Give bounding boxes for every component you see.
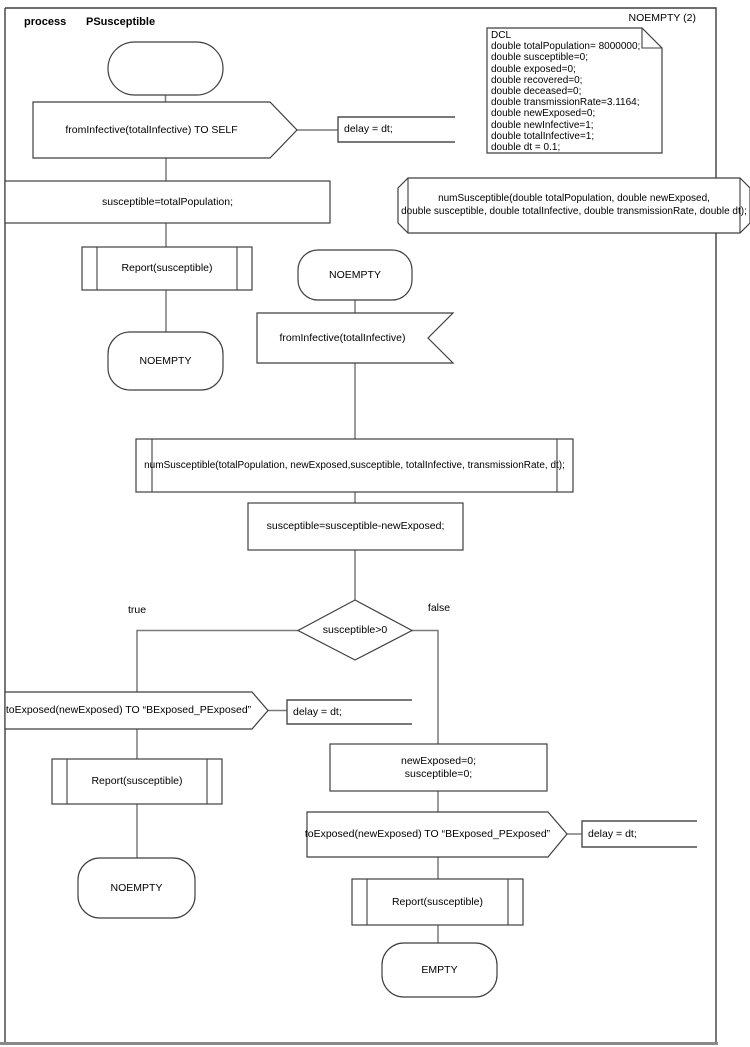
procedure-declaration-label: numSusceptible(double totalPopulation, d… [398, 178, 750, 233]
output-to-exposed-label: toExposed(newExposed) TO “BExposed_PExpo… [304, 828, 551, 840]
branch-false-label: false [427, 602, 451, 614]
comment-shape [337, 116, 455, 143]
task-reset-line: susceptible=0; [404, 767, 473, 780]
task-reset-line: newExposed=0; [400, 754, 476, 767]
task-reset-shape [329, 743, 548, 792]
procedure-side-lines [366, 879, 509, 925]
procedure-side-lines [151, 439, 558, 492]
delay-comment-label: delay = dt; [588, 827, 637, 840]
task-reset-label: newExposed=0; susceptible=0; [330, 744, 547, 791]
output-to-self-shape [32, 101, 298, 159]
dcl-text-block: DCL double totalPopulation= 8000000; dou… [491, 30, 659, 153]
dcl-line: double dt = 0.1; [491, 142, 561, 154]
input-signal-label: fromInfective(totalInfective) [279, 331, 406, 344]
decision-shape [296, 599, 414, 661]
input-signal-shape [256, 312, 455, 364]
dcl-line: double recovered=0; [491, 74, 583, 86]
procedure-declaration-line: double susceptible, double totalInfectiv… [401, 205, 747, 217]
dcl-line: double totalPopulation= 8000000; [491, 41, 641, 53]
state-noempty-shape [107, 331, 224, 391]
state-noempty-label: NOEMPTY [139, 354, 192, 367]
procedure-side-lines [66, 759, 208, 804]
procedure-numsusceptible-shape [135, 438, 574, 493]
dcl-text-symbol-shape [486, 27, 663, 154]
dcl-line: double totalInfective=1; [491, 130, 595, 142]
task-update-label: susceptible=susceptible-newExposed; [266, 520, 445, 532]
output-to-exposed-label: toExposed(newExposed) TO “BExposed_PExpo… [5, 704, 252, 716]
proc-call-numsusceptible-label: numSusceptible(totalPopulation, newExpos… [144, 460, 565, 471]
process-name-label: PSusceptible [86, 15, 156, 28]
decision-label: susceptible>0 [322, 623, 388, 636]
noempty-ref-label: NOEMPTY (2) [628, 11, 696, 24]
procedure-report-shape [81, 246, 253, 291]
dcl-line: double transmissionRate=3.1164; [491, 97, 640, 109]
branch-true-label: true [127, 604, 147, 616]
task-update-shape [247, 502, 464, 551]
state-empty-label: EMPTY [421, 963, 458, 976]
start-state-shape [107, 41, 224, 96]
state-empty-shape [381, 942, 498, 998]
dcl-folded-corner [641, 28, 662, 49]
dcl-line: double newExposed=0; [491, 108, 596, 120]
task-init-shape [4, 180, 331, 224]
process-kind-label: process [24, 15, 67, 28]
procedure-declaration-caps [407, 178, 741, 233]
dcl-line: double exposed=0; [491, 63, 576, 75]
dcl-line: double susceptible=0; [491, 52, 589, 64]
state-noempty-shape [77, 857, 196, 919]
dcl-line: DCL [491, 30, 512, 41]
report-call-label: Report(susceptible) [91, 775, 183, 787]
task-init-label: susceptible=totalPopulation; [101, 195, 234, 208]
procedure-declaration-line: numSusceptible(double totalPopulation, d… [438, 193, 710, 204]
process-frame [5, 7, 717, 1042]
connector-true-branch [136, 629, 298, 692]
output-to-self-label: fromInfective(totalInfective) TO SELF [65, 123, 238, 136]
delay-comment-label: delay = dt; [344, 123, 393, 135]
procedure-report-shape [51, 758, 223, 805]
output-to-exposed-shape [306, 811, 568, 858]
procedure-side-lines [96, 247, 238, 290]
output-to-exposed-shape [4, 691, 269, 730]
connector-false-branch [412, 629, 439, 744]
report-call-label: Report(susceptible) [121, 262, 213, 274]
delay-comment-label: delay = dt; [293, 705, 342, 718]
comment-shape [581, 820, 697, 848]
state-noempty-shape [297, 249, 413, 301]
comment-shape [286, 699, 412, 725]
dcl-line: double deceased=0; [491, 86, 582, 98]
state-noempty-label: NOEMPTY [329, 268, 381, 281]
report-call-label: Report(susceptible) [391, 895, 484, 908]
state-noempty-label: NOEMPTY [110, 881, 163, 894]
procedure-report-shape [351, 878, 524, 926]
dcl-line: double newInfective=1; [491, 119, 594, 131]
